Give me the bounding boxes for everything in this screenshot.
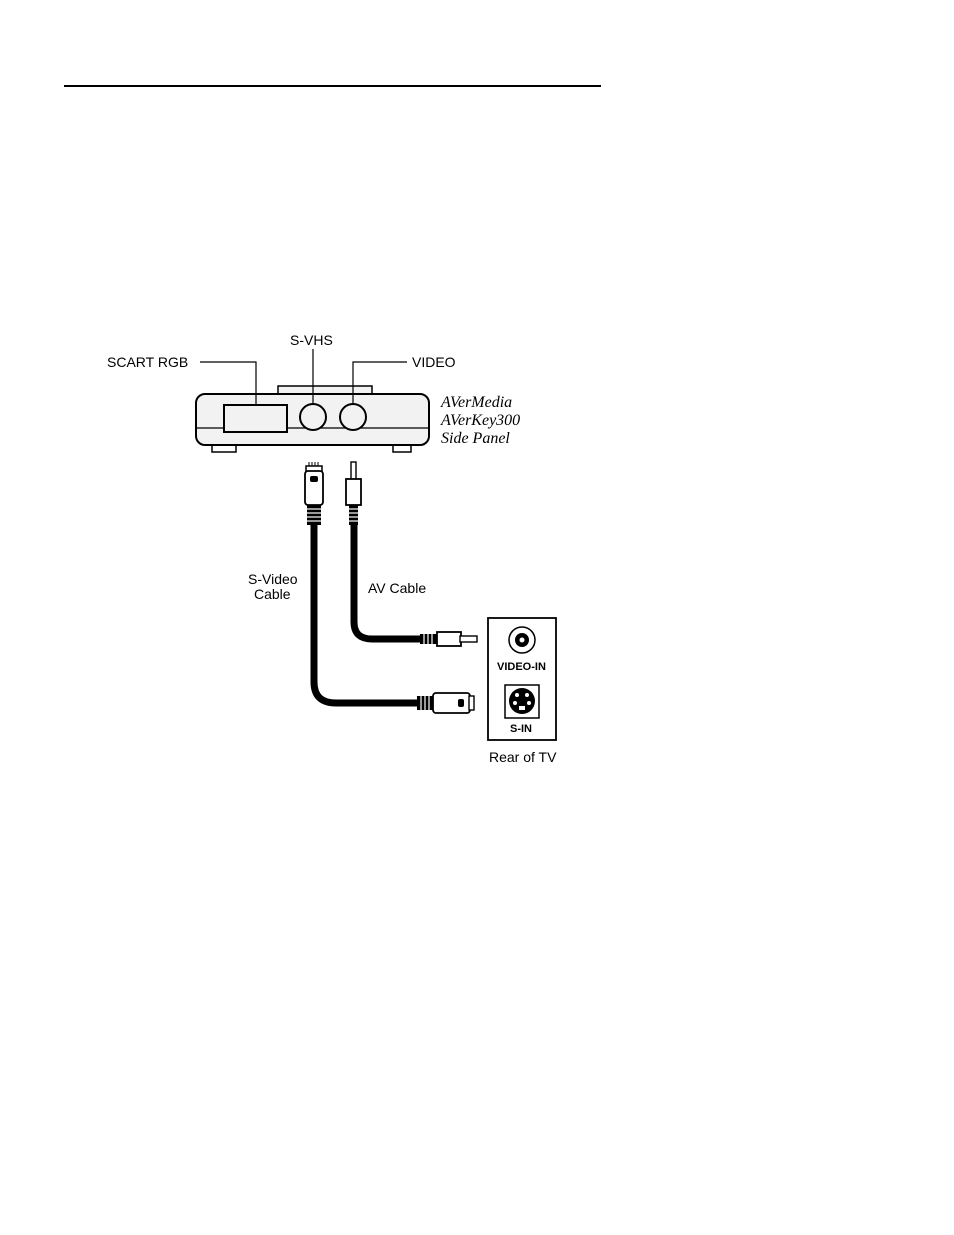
scart-port bbox=[224, 405, 287, 432]
tv-rear-panel: VIDEO-IN S-IN bbox=[488, 618, 556, 740]
svideo-connector-top bbox=[305, 462, 323, 525]
video-in-label: VIDEO-IN bbox=[497, 661, 546, 673]
device-top-ridge bbox=[278, 386, 372, 394]
svhs-port bbox=[300, 404, 326, 430]
video-label: VIDEO bbox=[412, 354, 456, 370]
device-name-line-3: Side Panel bbox=[441, 430, 510, 447]
svhs-label: S-VHS bbox=[290, 332, 333, 348]
device-name-line-1: AVerMedia bbox=[440, 394, 512, 411]
av-cable-label: AV Cable bbox=[368, 580, 426, 596]
svideo-cable-label-line-2: Cable bbox=[254, 586, 291, 602]
s-in-label: S-IN bbox=[510, 723, 532, 735]
video-port bbox=[340, 404, 366, 430]
svideo-cable-label-line-1: S-Video bbox=[248, 571, 298, 587]
svideo-cable bbox=[314, 524, 418, 703]
rca-connector-right bbox=[420, 632, 477, 646]
device-name-line-2: AVerKey300 bbox=[440, 412, 520, 429]
scart-rgb-label: SCART RGB bbox=[107, 354, 188, 370]
s-in-jack bbox=[509, 688, 535, 714]
svideo-connector-right bbox=[417, 693, 474, 713]
rear-of-tv-caption: Rear of TV bbox=[489, 749, 557, 765]
rca-connector-top bbox=[346, 462, 361, 525]
